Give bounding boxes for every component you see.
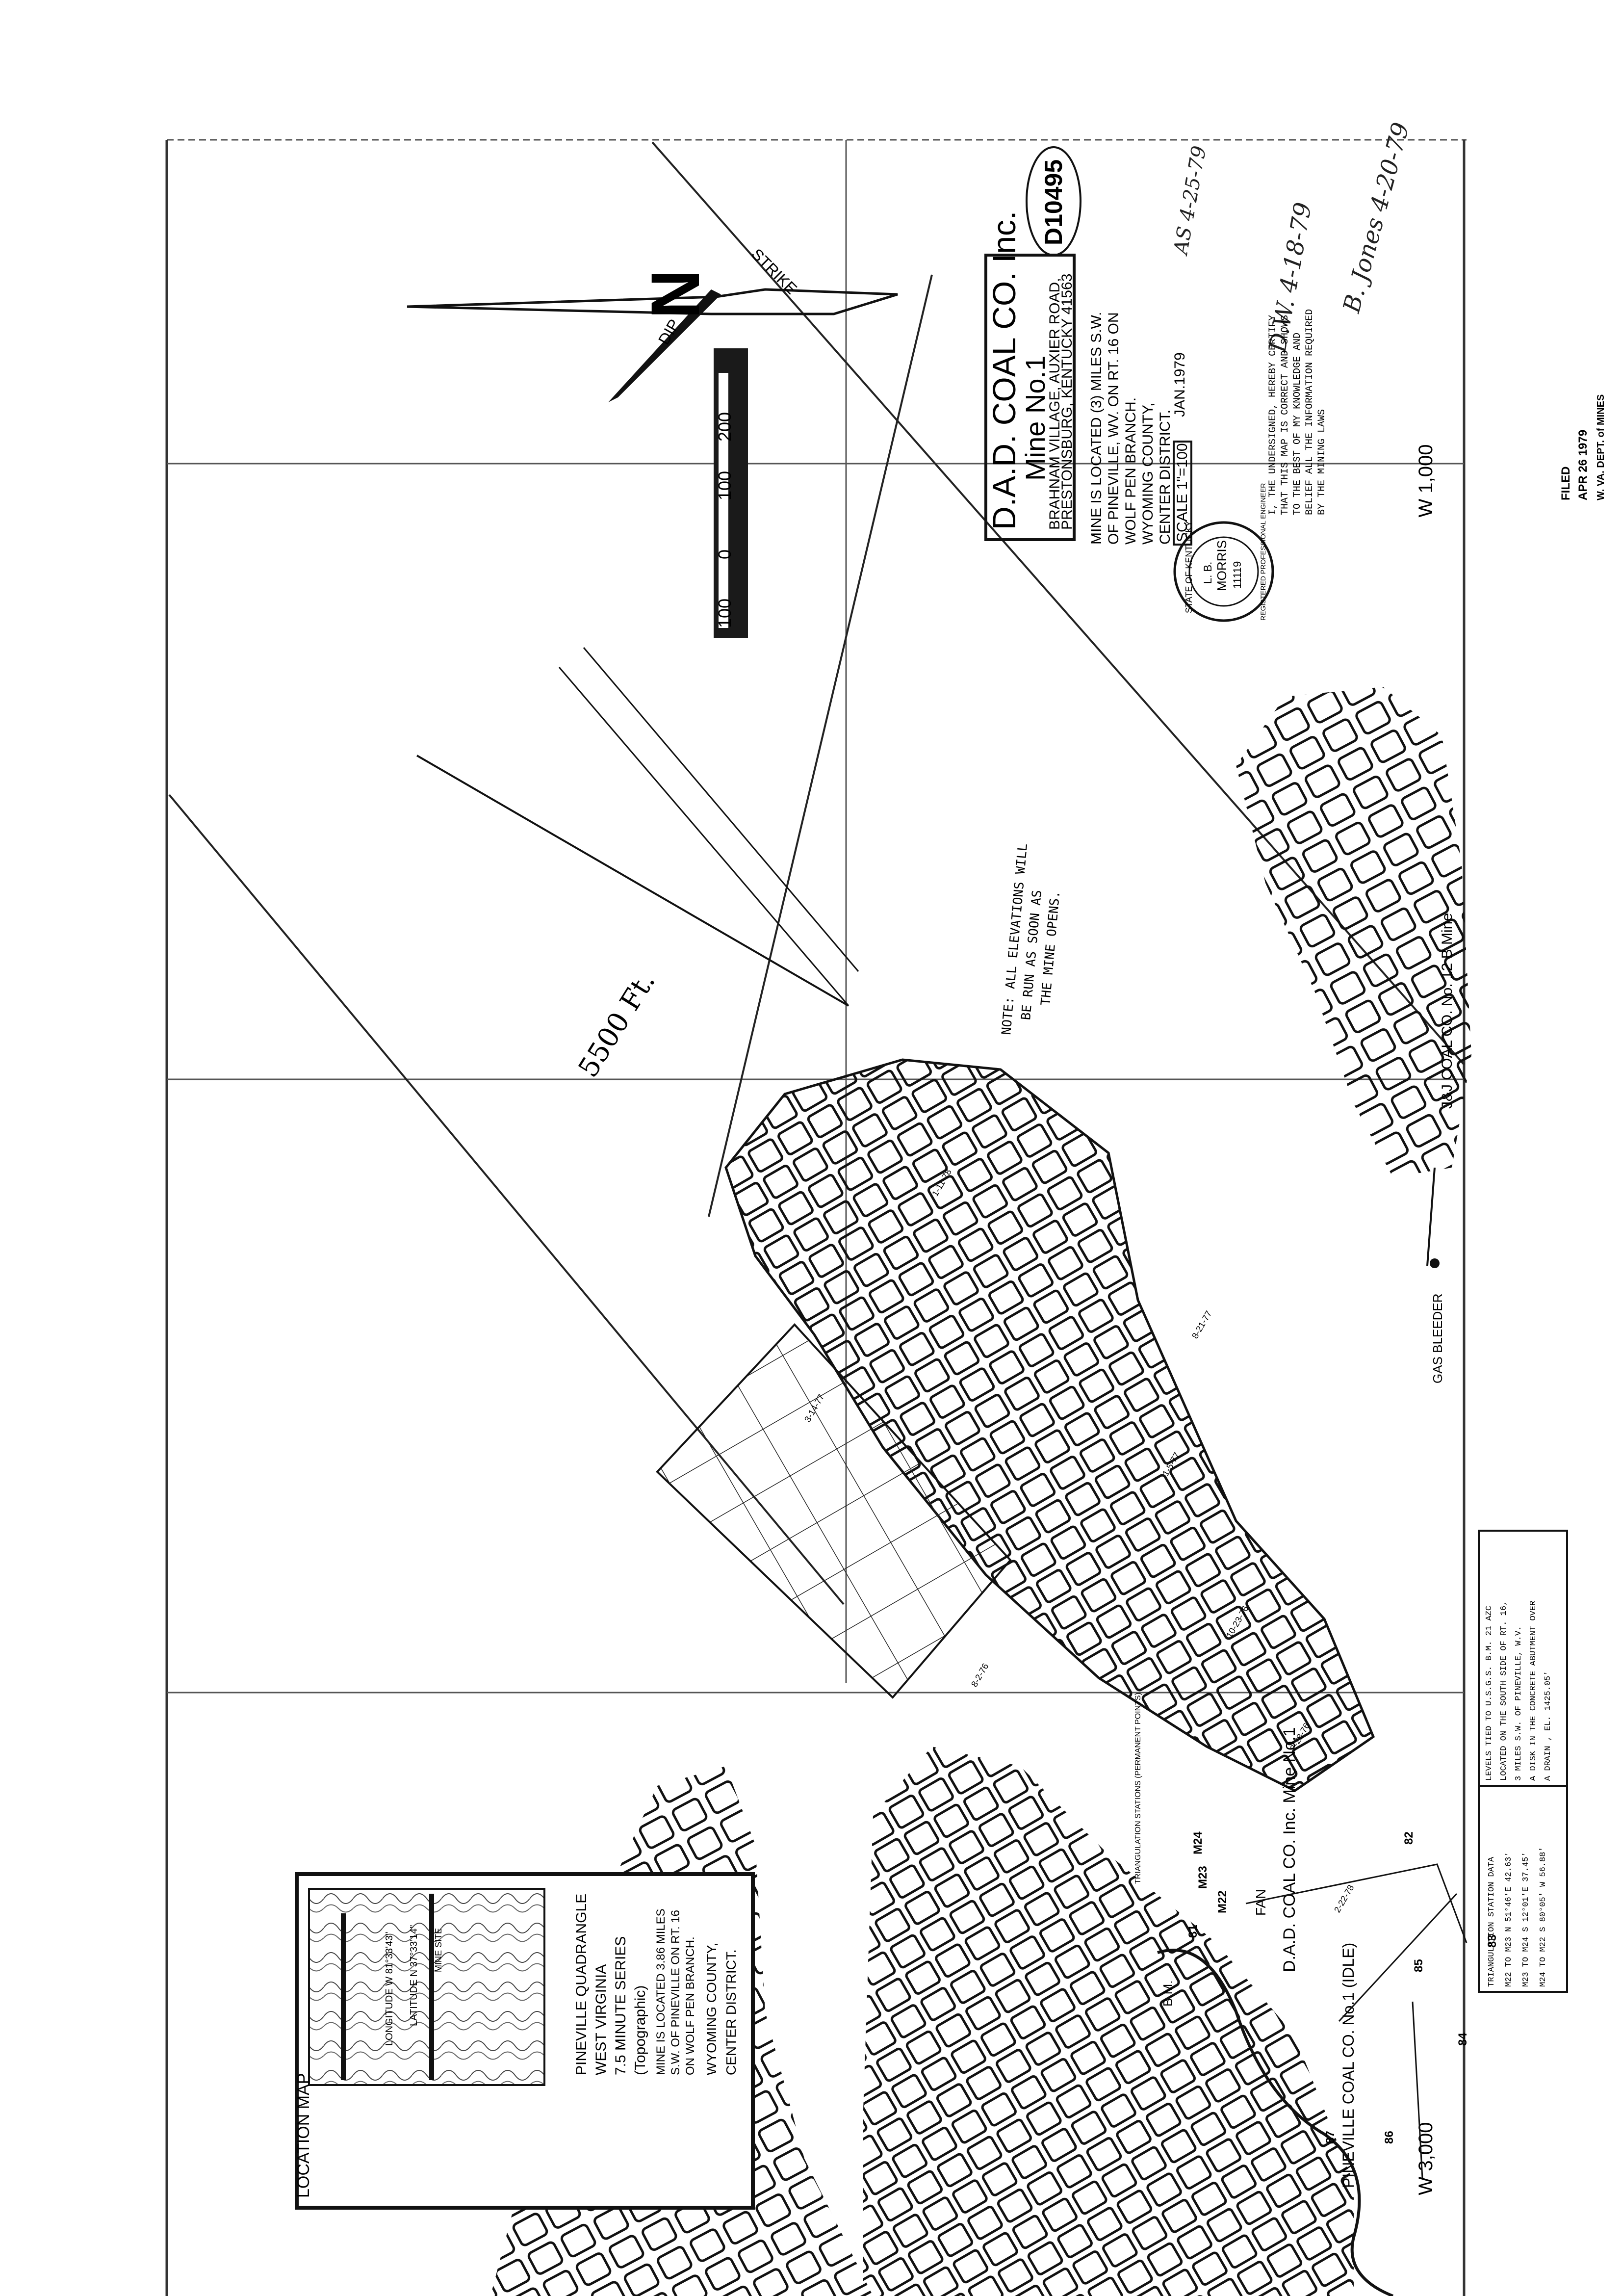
location-line-5: CENTER DISTRICT.: [1157, 410, 1173, 545]
handwriting-3: B. Jones 4-20-79: [1338, 120, 1415, 316]
seal-title: REGISTERED PROFESSIONAL ENGINEER: [1259, 483, 1267, 621]
mine-name: Mine No.1: [1020, 356, 1051, 481]
stations: M22 M23 M24 82 83 84 85 86 87 81: [1186, 1831, 1499, 2144]
map-date: JAN.1979: [1172, 352, 1188, 417]
bm-label: B.M.: [1160, 1981, 1175, 2007]
certification: I, THE UNDERSIGNED, HEREBY CERTIFY THAT …: [1267, 309, 1328, 515]
quad-line-2: WEST VIRGINIA: [593, 1964, 609, 2075]
address-line-2: PRESTONSBURG, KENTUCKY 41563: [1059, 274, 1075, 530]
levels-line-4: A DISK IN THE CONCRETE ABUTMENT OVER: [1529, 1601, 1538, 1781]
date-8: 2-22-78: [1332, 1883, 1356, 1914]
location-map-heading: LOCATION MAP: [294, 2073, 313, 2198]
county-label: WYOMING COUNTY,: [704, 1943, 719, 2075]
location-line-4: WYOMING COUNTY,: [1140, 403, 1156, 545]
note: NOTE: ALL ELEVATIONS WILL BE RUN AS SOON…: [999, 843, 1063, 1035]
gas-bleeder-label: GAS BLEEDER: [1430, 1293, 1445, 1383]
north-arrow: N DIP STRIKE: [407, 245, 898, 402]
quad-line-4: (Topographic): [632, 1985, 648, 2075]
station-m24: M24: [1191, 1831, 1205, 1854]
quad-line-3: 7.5 MINUTE SERIES: [613, 1936, 629, 2075]
district-label: CENTER DISTRICT.: [723, 1949, 739, 2075]
engineer-seal: STATE OF KENTUCKY MORRIS L. B. 11119 REG…: [1173, 483, 1274, 622]
filed-line-3: W. VA. DEPT. of MINES: [1596, 394, 1606, 500]
adjacent-mine-label: J&J COAL CO. No. 12 B Mine: [1439, 913, 1455, 1109]
north-letter: N: [637, 269, 714, 319]
triangulation-heading: TRIANGULATION STATION DATA: [1487, 1856, 1496, 1987]
longitude-label: LONGITUDE W 81°33'43": [384, 1932, 395, 2046]
location-map: LOCATION MAP LATITUDE N 37°33'14" LONGIT…: [294, 1872, 755, 2210]
station-m22: M22: [1216, 1890, 1229, 1913]
grid-label-w1000: W 1,000: [1415, 444, 1437, 518]
station-86: 86: [1383, 2131, 1396, 2144]
seal-number: 11119: [1231, 561, 1243, 589]
levels-line-3: 3 MILES S.W. OF PINEVILLE, W.V.: [1514, 1626, 1523, 1781]
loc-line-3: ON WOLF PEN BRANCH.: [684, 1936, 697, 2075]
filed-line-2: APR 26 1979: [1576, 430, 1590, 500]
station-87: 87: [1324, 2131, 1337, 2144]
seal-name: MORRIS: [1214, 540, 1229, 591]
triangulation-box: TRIANGULATION STATION DATA M22 TO M23 N …: [1478, 1785, 1568, 1993]
gas-bleeder: GAS BLEEDER: [1426, 1167, 1445, 1383]
scale-tick-1: 100: [715, 599, 735, 628]
survey-lines: [1245, 1863, 1468, 2179]
pineville-label: PINEVILLE COAL CO. No.1 (IDLE): [1339, 1943, 1357, 2188]
location-line-3: WOLF PEN BRANCH.: [1123, 397, 1139, 545]
portal-label: D.A.D. COAL CO. Inc. Mine No.1: [1280, 1727, 1299, 1972]
seal-initials: L. B.: [1202, 562, 1214, 584]
levels-box: LEVELS TIED TO U.S.G.S. B.M. 21 AZC LOCA…: [1478, 1530, 1568, 1787]
station-84: 84: [1456, 2033, 1469, 2046]
station-85: 85: [1412, 1959, 1425, 1972]
dimension-label: 5500 Ft.: [572, 966, 662, 1083]
triangulation-line-2: M23 TO M24 S 12°01'E 37.45': [1521, 1852, 1531, 1987]
cert-line-3: TO THE BEST OF MY KNOWLEDGE AND: [1292, 333, 1303, 515]
latitude-label: LATITUDE N 37°33'14": [409, 1925, 419, 2026]
date-3: 8-21-77: [1190, 1309, 1213, 1340]
map-number: D10495: [1026, 146, 1081, 256]
location-line-2: OF PINEVILLE, WV. ON RT. 16 ON: [1106, 313, 1122, 545]
cert-line-4: BELIEF ALL THE INFORMATION REQUIRED: [1304, 309, 1315, 515]
station-83: 83: [1486, 1934, 1499, 1948]
loc-line-1: MINE IS LOCATED 3.86 MILES: [654, 1908, 668, 2075]
cert-line-1: I, THE UNDERSIGNED, HEREBY CERTIFY: [1267, 315, 1279, 515]
filed-line-1: FILED: [1559, 467, 1572, 500]
loc-line-2: S.W. OF PINEVILLE ON RT. 16: [669, 1910, 682, 2075]
stream: [1157, 1949, 1394, 2296]
dip-label: DIP: [655, 316, 683, 347]
grid-label-w3000: W 3,000: [1415, 2122, 1437, 2195]
triangulation-line-1: M22 TO M23 N 51°46'E 42.63': [1504, 1852, 1514, 1987]
scale-tick-2: 0: [715, 549, 735, 559]
map-frame: [165, 139, 1467, 2296]
date-6: 8-2-76: [969, 1662, 990, 1689]
location-line-1: MINE IS LOCATED (3) MILES S.W.: [1088, 312, 1105, 545]
station-82: 82: [1402, 1831, 1416, 1845]
triangulation-line-3: M24 TO M22 S 80°05' W 56.88': [1539, 1847, 1548, 1987]
seal-state: STATE OF KENTUCKY: [1184, 521, 1194, 613]
cert-line-2: THAT THIS MAP IS CORRECT AND SHOWS: [1280, 315, 1291, 515]
scale-text: SCALE 1"=100': [1174, 441, 1190, 542]
station-81: 81: [1186, 1925, 1200, 1938]
handwritten-initials: AS 4-25-79 D.W. 4-18-79 B. Jones 4-20-79: [1169, 120, 1415, 355]
handwriting-1: AS 4-25-79: [1169, 144, 1211, 258]
filed-stamp: FILED APR 26 1979 W. VA. DEPT. of MINES: [1559, 394, 1606, 500]
scale-tick-4: 200: [715, 412, 735, 442]
address-line-1: BRAHNAM VILLAGE, AUXIER ROAD,: [1047, 278, 1063, 530]
scale-bar: 100 0 100 200: [714, 348, 748, 638]
levels-line-1: LEVELS TIED TO U.S.G.S. B.M. 21 AZC: [1485, 1606, 1494, 1781]
scale-tick-3: 100: [715, 471, 735, 500]
cert-line-5: BY THE MINING LAWS: [1316, 409, 1328, 515]
station-m23: M23: [1196, 1866, 1210, 1889]
mine-site-label: MINE SITE: [434, 1928, 443, 1972]
company-name: D.A.D. COAL CO. Inc.: [986, 211, 1022, 530]
fan-label: FAN: [1253, 1889, 1268, 1916]
quad-line-1: PINEVILLE QUADRANGLE: [573, 1894, 590, 2075]
jj-coal-workings: J&J COAL CO. No. 12 B Mine: [1236, 687, 1471, 1177]
map-number-text: D10495: [1040, 159, 1067, 245]
title-block: D.A.D. COAL CO. Inc. Mine No.1 BRAHNAM V…: [984, 211, 1192, 546]
levels-line-2: LOCATED ON THE SOUTH SIDE OF RT. 16,: [1499, 1601, 1509, 1781]
triangulation-stations-label: TRIANGULATION STATIONS (PERMANENT POINTS…: [1134, 1693, 1142, 1884]
levels-line-5: A DRAIN , EL. 1425.05': [1544, 1671, 1553, 1781]
